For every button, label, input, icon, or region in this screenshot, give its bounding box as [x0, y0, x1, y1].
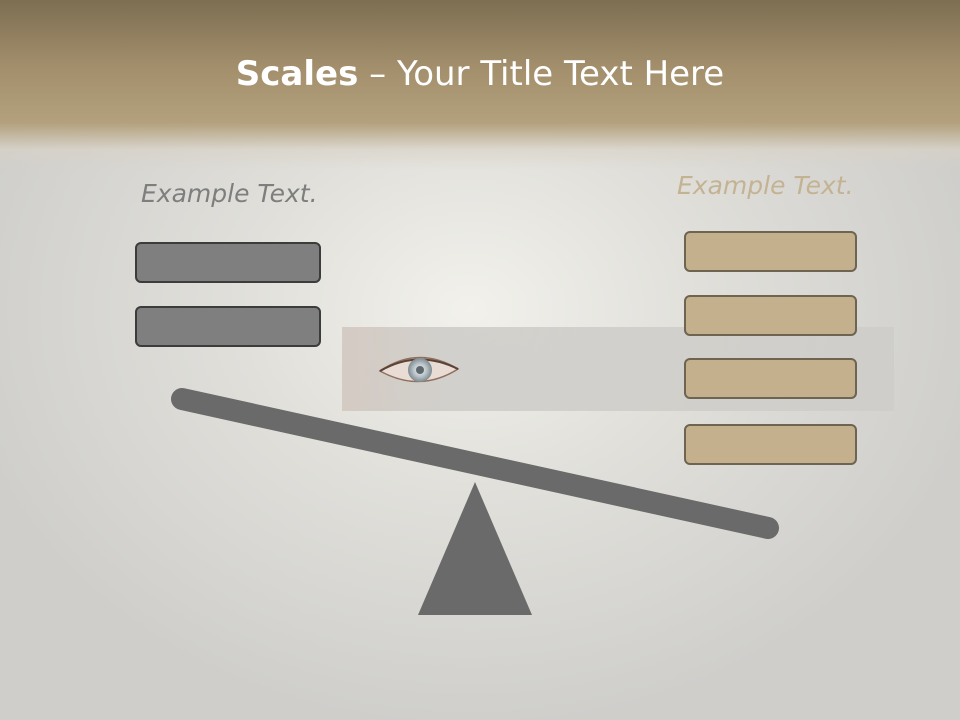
left-text-box-2 [135, 306, 321, 347]
seesaw-beam-icon [171, 388, 779, 539]
right-text-box-3 [684, 358, 857, 399]
right-text-box-4 [684, 424, 857, 465]
left-example-text: Example Text. [141, 179, 318, 208]
left-text-box-1 [135, 242, 321, 283]
title-bold: Scales [235, 54, 359, 94]
seesaw-fulcrum-icon [418, 482, 532, 615]
eye-icon [378, 356, 460, 383]
right-text-box-1 [684, 231, 857, 272]
header-band [0, 0, 960, 170]
title-rest: – Your Title Text Here [358, 54, 725, 94]
right-text-box-2 [684, 295, 857, 336]
slide-title: Scales – Your Title Text Here [0, 52, 960, 96]
right-example-text: Example Text. [677, 171, 854, 200]
